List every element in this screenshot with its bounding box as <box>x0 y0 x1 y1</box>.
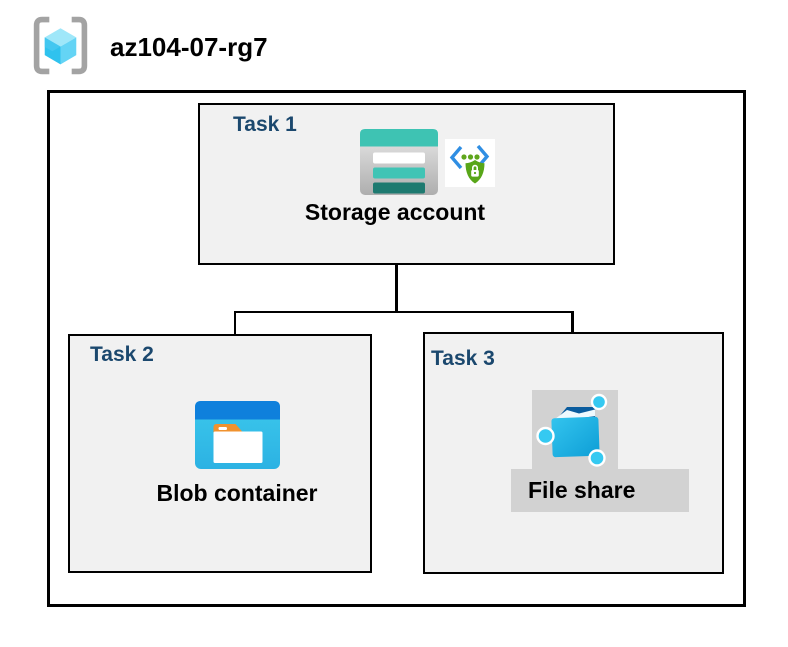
task3-box: Task 3 <box>423 332 724 574</box>
task3-resource-label: File share <box>528 477 636 503</box>
secure-endpoint-icon-svg <box>445 139 495 187</box>
file-share-icon-svg <box>536 393 608 467</box>
connector-branch <box>233 310 574 313</box>
task1-resource-label: Storage account <box>304 199 486 225</box>
task1-box: Task 1 <box>198 103 615 265</box>
task2-box: Task 2 Blob container <box>68 334 372 573</box>
file-share-icon-highlight <box>532 390 618 470</box>
resource-group-icon <box>32 16 89 75</box>
task1-label: Task 1 <box>233 113 297 136</box>
task2-label: Task 2 <box>90 343 154 366</box>
connector-storage-stem <box>395 235 398 312</box>
file-share-label-band: File share <box>511 469 689 512</box>
storage-account-icon <box>360 129 438 200</box>
blob-container-icon <box>195 401 280 474</box>
file-share-icon <box>535 392 615 473</box>
storage-account-icon-svg <box>360 129 438 195</box>
task3-label: Task 3 <box>431 347 495 370</box>
blob-container-icon-svg <box>195 401 280 469</box>
resource-group-icon-svg <box>33 16 88 75</box>
secure-endpoint-icon <box>445 139 495 192</box>
task2-resource-label: Blob container <box>156 480 318 506</box>
resource-group-name: az104-07-rg7 <box>110 32 268 62</box>
